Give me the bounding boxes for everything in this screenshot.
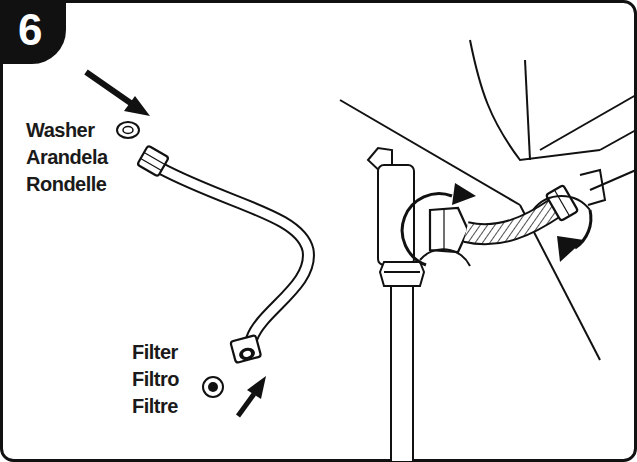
pointer-arrow-head [247, 376, 266, 399]
rotate-arrow-head [452, 183, 476, 205]
part-name: Filtro [132, 369, 179, 389]
part-name: Rondelle [26, 174, 106, 194]
supply-hose [160, 168, 308, 338]
rotate-arrow [533, 196, 590, 210]
supply-hose [160, 168, 308, 338]
valve-nut [430, 208, 468, 252]
pointer-arrow [238, 394, 254, 416]
braided-hose [466, 208, 555, 234]
rotate-arrow [420, 249, 470, 266]
hose-nut [137, 145, 169, 176]
part-name: Arandela [26, 147, 108, 167]
washer [117, 122, 139, 138]
filter [203, 377, 223, 397]
pointer-arrow-head [124, 96, 150, 116]
pointer-arrow [86, 72, 132, 104]
callout-number: 6 [18, 8, 42, 52]
washer [123, 127, 133, 134]
filter [208, 382, 218, 392]
part-name: Filtre [132, 396, 178, 416]
tank-nut [546, 185, 578, 221]
toilet-tank [340, 40, 636, 360]
step-badge [0, 0, 66, 64]
hose-nut [230, 335, 261, 363]
rotate-arrow-head [557, 236, 584, 262]
part-name: Washer [26, 120, 95, 140]
part-name: Filter [132, 342, 178, 362]
braided-hose [466, 208, 555, 234]
shutoff-valve [368, 148, 424, 462]
